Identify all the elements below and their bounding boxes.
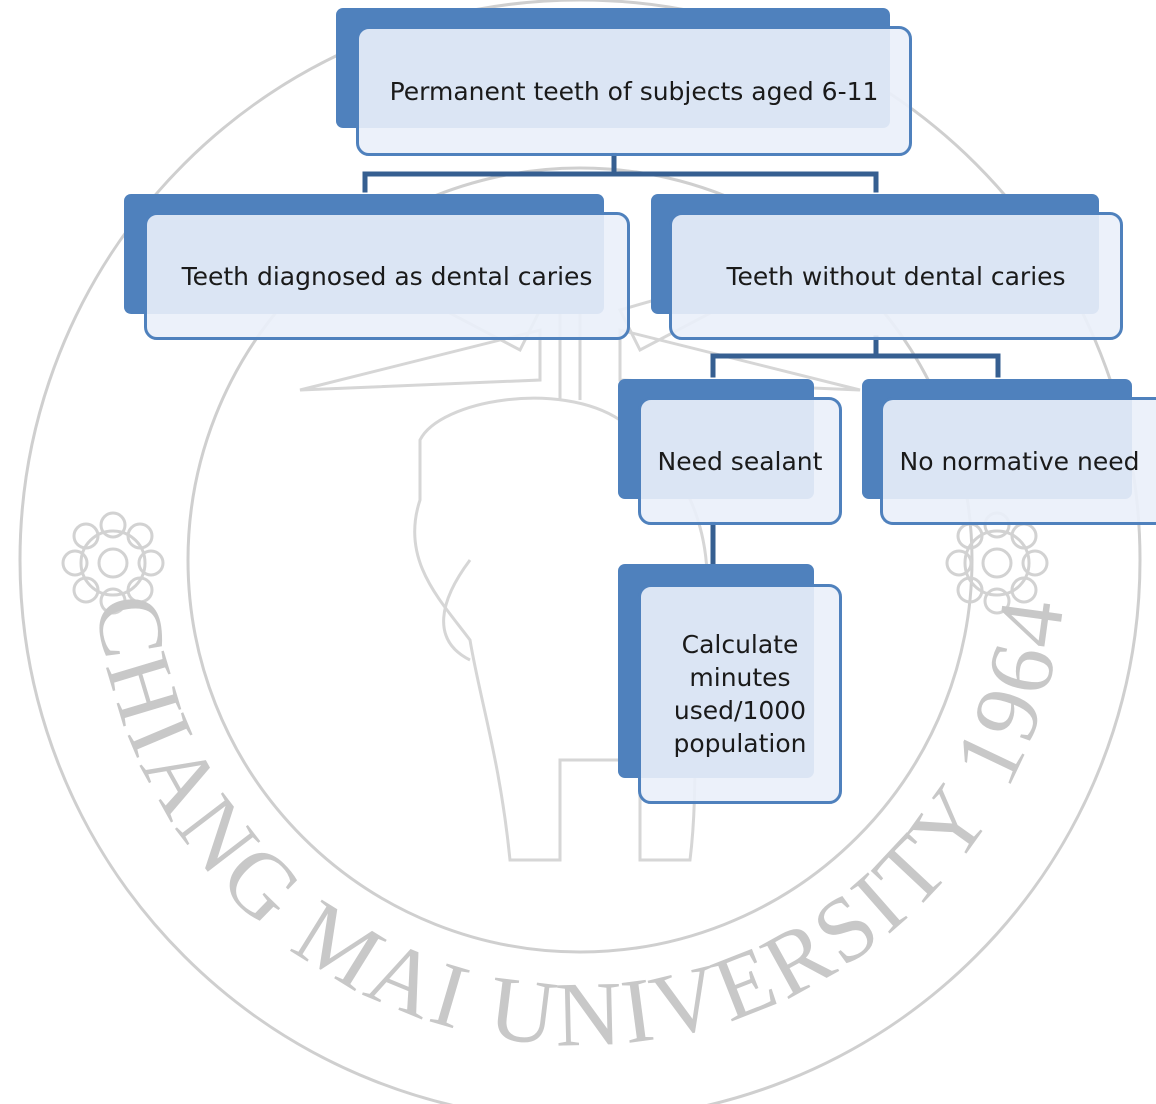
caries-node-box: Teeth diagnosed as dental caries xyxy=(144,212,630,340)
left-flower-ornament xyxy=(61,511,165,615)
no-need-node-box: No normative need xyxy=(880,397,1156,525)
calculate-node: Calculate minutes used/1000 population xyxy=(618,564,844,806)
caries-node-label: Teeth diagnosed as dental caries xyxy=(181,261,593,291)
no-caries-node-box: Teeth without dental caries xyxy=(669,212,1123,340)
no-need-node: No normative need xyxy=(862,379,1156,527)
no-need-node-label: No normative need xyxy=(899,446,1140,476)
right-flower-ornament xyxy=(945,511,1049,615)
caries-node: Teeth diagnosed as dental caries xyxy=(124,194,632,342)
root-node-box: Permanent teeth of subjects aged 6-11 xyxy=(356,26,912,156)
no-caries-node-label: Teeth without dental caries xyxy=(726,261,1066,291)
calculate-node-label: Calculate minutes used/1000 population xyxy=(673,630,807,758)
sealant-node: Need sealant xyxy=(618,379,844,527)
calculate-node-box: Calculate minutes used/1000 population xyxy=(638,584,842,804)
root-node-label: Permanent teeth of subjects aged 6-11 xyxy=(389,76,879,106)
root-node: Permanent teeth of subjects aged 6-11 xyxy=(336,8,914,158)
sealant-node-label: Need sealant xyxy=(657,446,823,476)
sealant-node-box: Need sealant xyxy=(638,397,842,525)
no-caries-node: Teeth without dental caries xyxy=(651,194,1125,342)
